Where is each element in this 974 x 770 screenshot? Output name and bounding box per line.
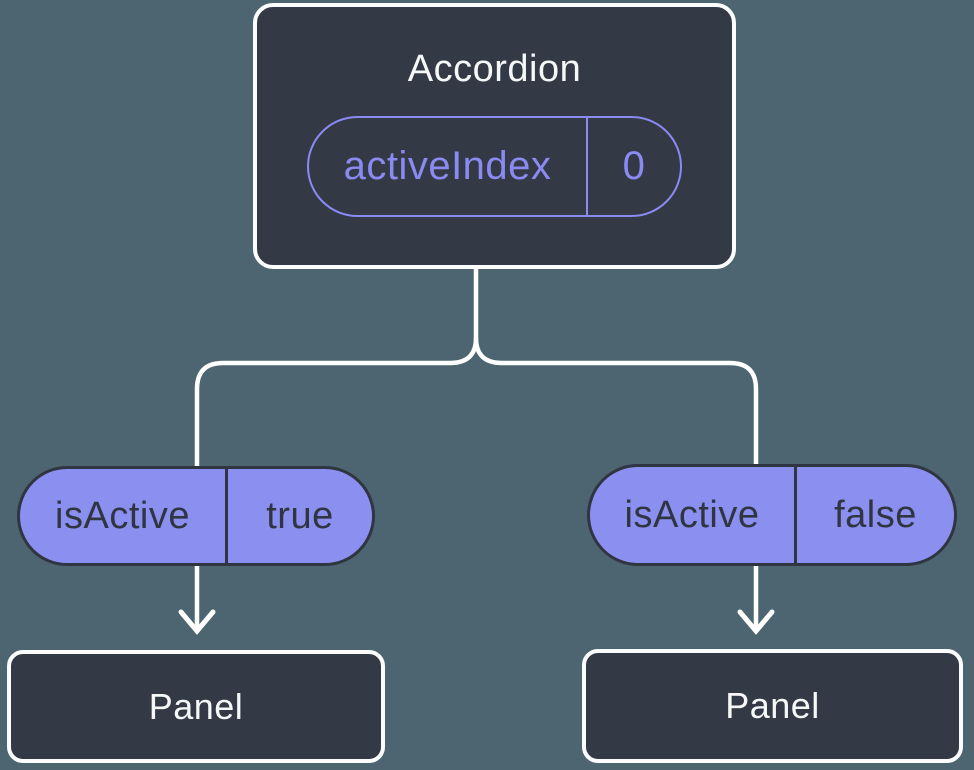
left-down-arrow-icon xyxy=(178,609,216,635)
active-index-state-pill: activeIndex 0 xyxy=(307,116,682,217)
left-prop-name-label: isActive xyxy=(55,494,190,537)
right-branch-line xyxy=(473,337,759,480)
right-prop-value-label: false xyxy=(794,467,954,563)
left-prop-value-label: true xyxy=(225,469,372,563)
right-down-arrow-icon xyxy=(737,609,775,635)
right-panel-node: Panel xyxy=(582,649,963,763)
right-prop-name-label: isActive xyxy=(624,493,760,536)
left-panel-node-title: Panel xyxy=(148,685,244,727)
accordion-node-title: Accordion xyxy=(407,48,582,90)
accordion-node: Accordion activeIndex 0 xyxy=(253,3,736,269)
right-is-active-prop-pill: isActive false xyxy=(587,464,957,566)
left-branch-line xyxy=(194,337,479,480)
left-panel-node: Panel xyxy=(7,650,385,763)
left-is-active-prop-pill: isActive true xyxy=(17,466,375,566)
state-value-label: 0 xyxy=(586,118,680,215)
right-panel-node-title: Panel xyxy=(725,685,820,726)
state-name-label: activeIndex xyxy=(343,144,552,188)
